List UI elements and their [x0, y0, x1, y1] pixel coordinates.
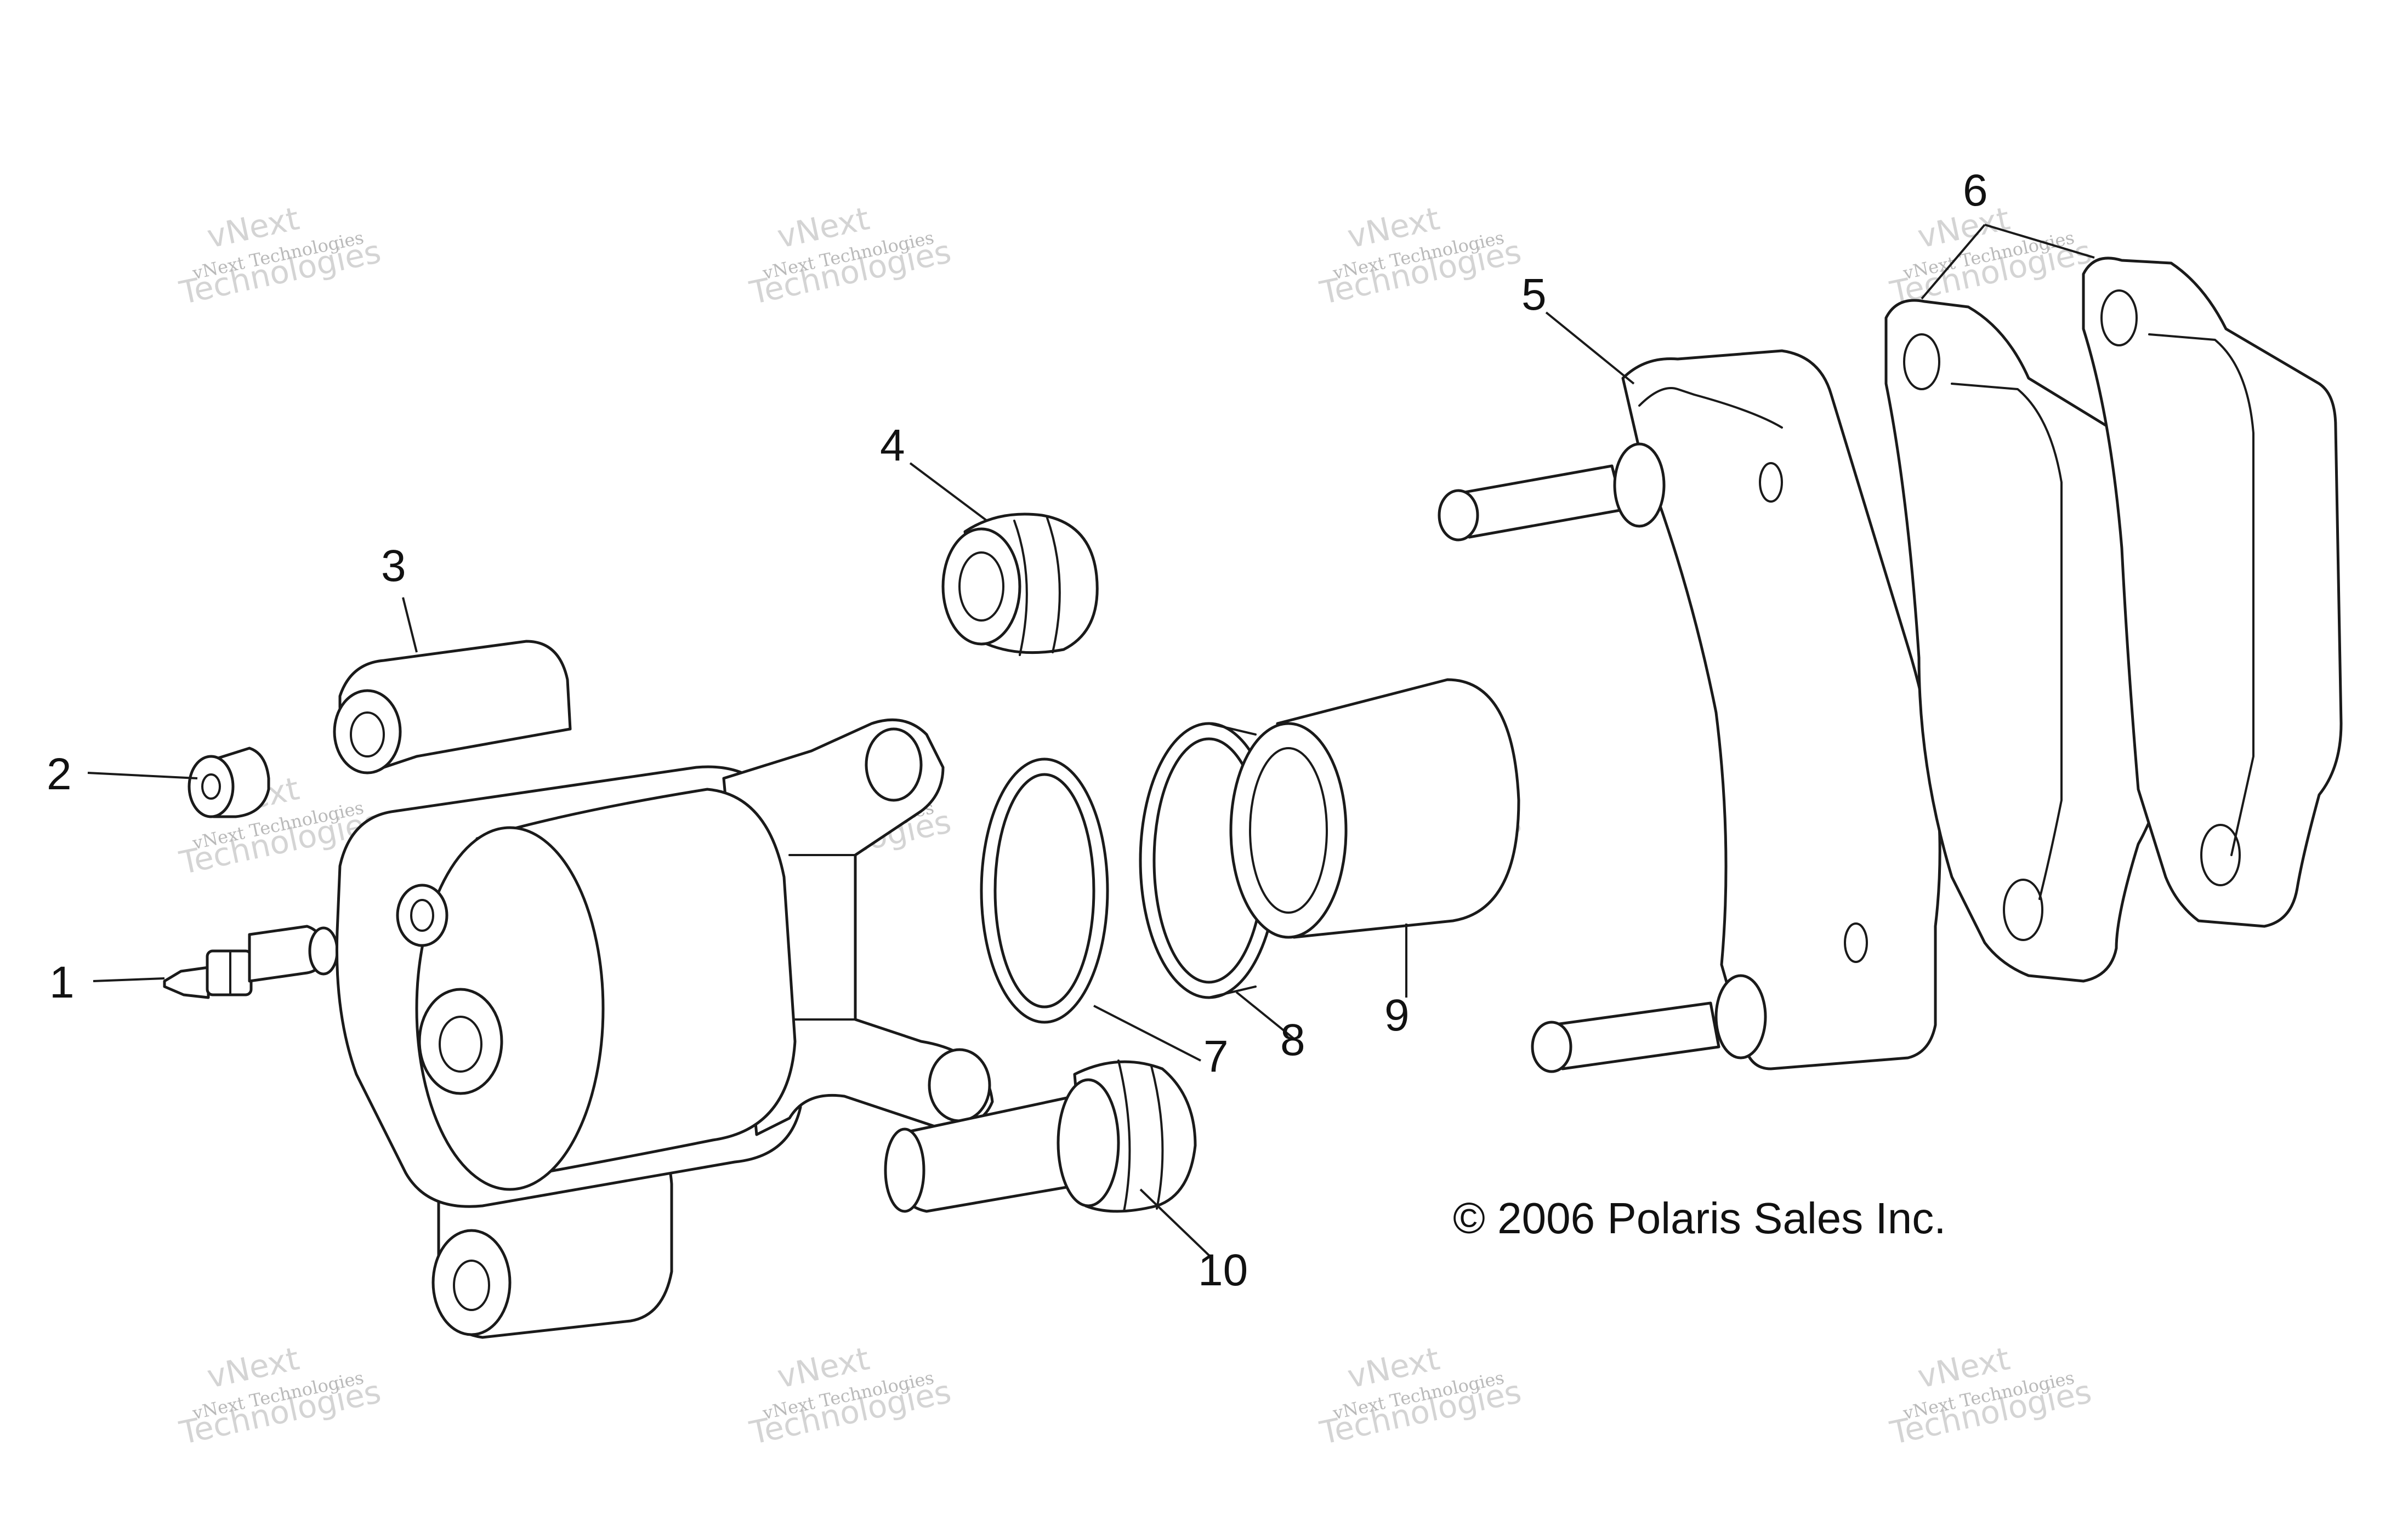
callout-10: 10 — [1198, 1245, 1248, 1295]
callout-2: 2 — [47, 749, 72, 799]
callout-3: 3 — [381, 541, 406, 591]
callout-9: 9 — [1384, 990, 1410, 1040]
callout-labels: 1 2 3 4 5 6 7 8 9 10 — [47, 166, 1988, 1295]
callout-6: 6 — [1963, 166, 1988, 215]
part-10-guide-pin — [884, 1059, 1197, 1213]
part-9-piston — [1229, 678, 1520, 939]
callout-8: 8 — [1280, 1015, 1305, 1065]
part-5-caliper-bracket — [1438, 349, 1941, 1073]
part-1-bleeder-screw — [163, 925, 339, 999]
callout-5: 5 — [1521, 270, 1547, 320]
leader-lines — [87, 224, 2095, 1259]
part-6-brake-pads — [1884, 257, 2343, 983]
part-4-pin-boot — [941, 512, 1099, 656]
copyright-notice: © 2006 Polaris Sales Inc. — [1453, 1194, 1946, 1243]
part-3-caliper-housing — [333, 640, 994, 1339]
part-2-sleeve — [188, 747, 270, 818]
part-7-seal-ring — [980, 757, 1109, 1024]
callout-4: 4 — [880, 420, 905, 470]
callout-7: 7 — [1203, 1032, 1229, 1081]
callout-1: 1 — [49, 958, 75, 1007]
